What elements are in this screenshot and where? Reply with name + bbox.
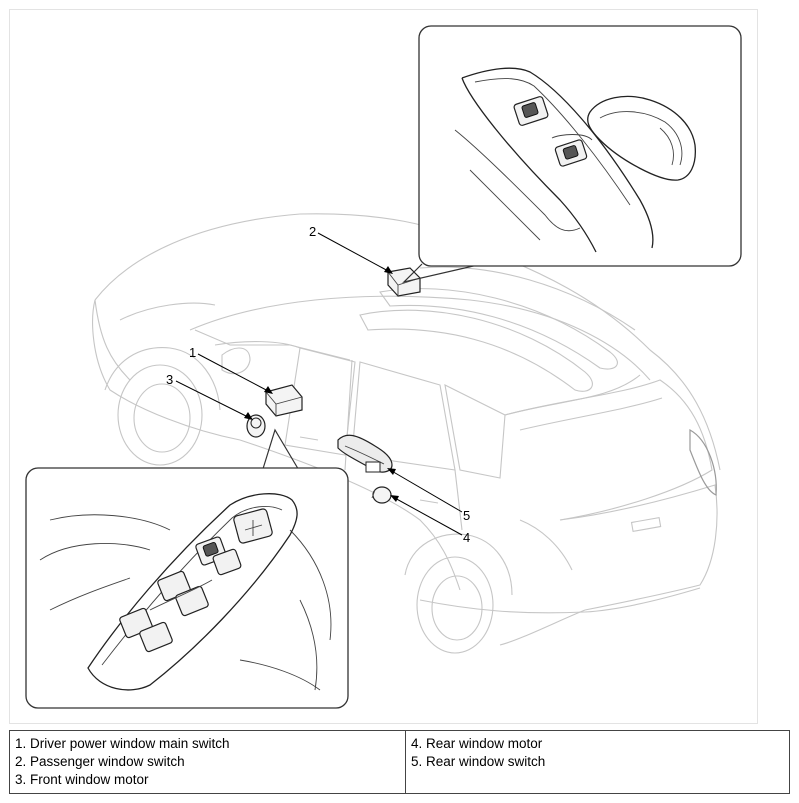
inset-driver-main-switch bbox=[25, 428, 349, 709]
legend-item-5: 5. Rear window switch bbox=[411, 754, 546, 769]
component-rear-window-motor bbox=[371, 486, 392, 504]
callout-2: 2 bbox=[309, 224, 393, 274]
callout-5: 5 bbox=[387, 468, 470, 523]
legend-item-2: 2. Passenger window switch bbox=[15, 754, 185, 769]
callout-number-5: 5 bbox=[463, 508, 470, 523]
legend-item-4: 4. Rear window motor bbox=[411, 736, 543, 751]
legend-column-left: 1. Driver power window main switch 2. Pa… bbox=[9, 730, 406, 794]
inset-passenger-switch bbox=[402, 25, 742, 284]
component-location-diagram: 1 2 3 5 4 bbox=[25, 25, 742, 709]
callout-number-4: 4 bbox=[463, 530, 470, 545]
callout-number-1: 1 bbox=[189, 345, 196, 360]
legend-item-1: 1. Driver power window main switch bbox=[15, 736, 230, 751]
component-driver-main-switch-box bbox=[265, 384, 303, 417]
callout-number-3: 3 bbox=[166, 372, 173, 387]
legend-column-right: 4. Rear window motor 5. Rear window swit… bbox=[405, 730, 790, 794]
callout-4: 4 bbox=[390, 495, 470, 545]
legend-table: 1. Driver power window main switch 2. Pa… bbox=[9, 730, 790, 794]
callout-3: 3 bbox=[166, 372, 253, 420]
component-rear-window-switch bbox=[337, 434, 393, 473]
figure-frame bbox=[9, 9, 758, 724]
callout-1: 1 bbox=[189, 345, 273, 394]
legend-item-3: 3. Front window motor bbox=[15, 772, 149, 787]
component-front-window-motor bbox=[246, 414, 266, 438]
callout-number-2: 2 bbox=[309, 224, 316, 239]
